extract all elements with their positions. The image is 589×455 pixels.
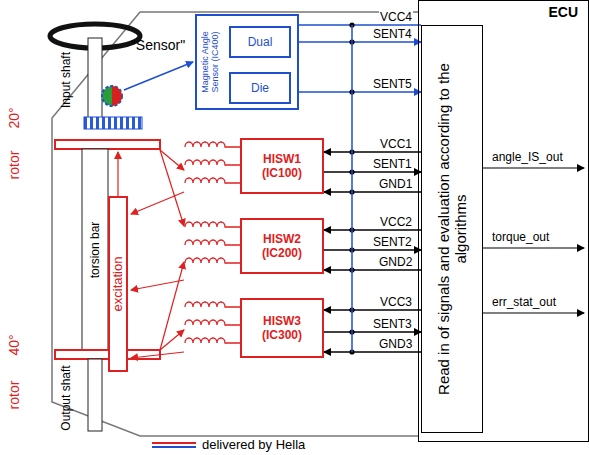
node-text: Magnetic Angle Sensor (IC400)	[200, 18, 221, 106]
output-signal: torque_out	[492, 230, 549, 244]
angle-sensor-box: Magnetic Angle Sensor (IC400) DualDie	[195, 14, 299, 110]
coil	[185, 302, 240, 307]
excitation-box: excitation	[108, 196, 128, 372]
coil	[185, 240, 240, 245]
dual-die: Dual	[229, 26, 291, 58]
ecu-box: ECU Read in of signals and evaluation acc…	[418, 0, 589, 442]
output-shaft	[88, 359, 102, 431]
signal-label: SENT3	[372, 317, 413, 331]
signal-label: SENT2	[372, 235, 413, 249]
coil	[185, 222, 240, 227]
signal-label: GND1	[378, 177, 413, 191]
coil	[185, 160, 240, 165]
output-signal: angle_IS_out	[492, 150, 563, 164]
signal-label: GND3	[378, 337, 413, 351]
signal-wire	[324, 191, 421, 192]
signal-wire	[324, 171, 421, 172]
signal-wire	[324, 351, 421, 352]
node-text: HISW1 (IC100)	[242, 152, 322, 181]
signal-wire	[324, 229, 421, 230]
node-text: excitation	[111, 201, 126, 367]
signal-wire	[324, 151, 421, 152]
output-arrows	[482, 168, 584, 313]
hisw-box: HISW1 (IC100)	[240, 138, 324, 194]
node-text: HISW3 (IC300)	[242, 314, 322, 343]
signal-wire	[291, 41, 421, 42]
signal-label: VCC2	[379, 215, 413, 229]
signal-label: VCC4	[379, 10, 413, 24]
evaluation-block: Read in of signals and evaluation accord…	[421, 25, 483, 433]
input-shaft	[88, 38, 102, 118]
part-label: rotor	[6, 381, 22, 410]
sensor-pointer	[124, 62, 193, 90]
part-label: Output shaft	[59, 365, 73, 430]
part-label: 40°	[6, 334, 22, 355]
magnet-half	[112, 86, 122, 106]
die-box: Die	[229, 72, 291, 104]
coil	[185, 142, 240, 147]
signal-label: GND2	[378, 255, 413, 269]
rotor-20	[55, 140, 160, 149]
gear	[84, 117, 142, 129]
signal-label: VCC1	[379, 137, 413, 151]
signal-label: SENT1	[372, 157, 413, 171]
magnet	[102, 86, 122, 106]
coil	[185, 320, 240, 325]
signal-label: SENT4	[372, 27, 413, 41]
signal-wire	[324, 309, 421, 310]
signal-wire	[324, 331, 421, 332]
node-text: Dual	[248, 35, 273, 49]
part-label: Input shaft	[59, 52, 73, 108]
torsion-bar	[82, 149, 108, 350]
housing-outline	[52, 12, 418, 436]
signal-label: SENT5	[372, 77, 413, 91]
node-text: Die	[251, 81, 269, 95]
node-text: Read in of signals and evaluation accord…	[435, 33, 470, 425]
hisw-box: HISW2 (IC200)	[240, 218, 324, 274]
signal-label: VCC3	[379, 295, 413, 309]
output-signal: err_stat_out	[492, 295, 556, 309]
legend-sample	[152, 443, 196, 447]
node-text: ECU	[548, 4, 578, 20]
signal-wire	[291, 24, 421, 25]
part-label: 20°	[6, 107, 22, 128]
signal-wire	[324, 249, 421, 250]
part-label: rotor	[6, 151, 22, 180]
coil	[185, 178, 240, 183]
signal-wire	[324, 269, 421, 270]
hisw-box: HISW3 (IC300)	[240, 298, 324, 358]
supply-bus	[351, 25, 353, 352]
part-label: torsion bar	[88, 222, 102, 279]
signal-wire	[291, 91, 421, 92]
coil	[185, 338, 240, 343]
coil-windings	[185, 142, 240, 343]
sensor-label: "Sensor"	[131, 37, 185, 53]
coil	[185, 258, 240, 263]
legend-text: delivered by Hella	[202, 437, 305, 452]
node-text: HISW2 (IC200)	[242, 232, 322, 261]
